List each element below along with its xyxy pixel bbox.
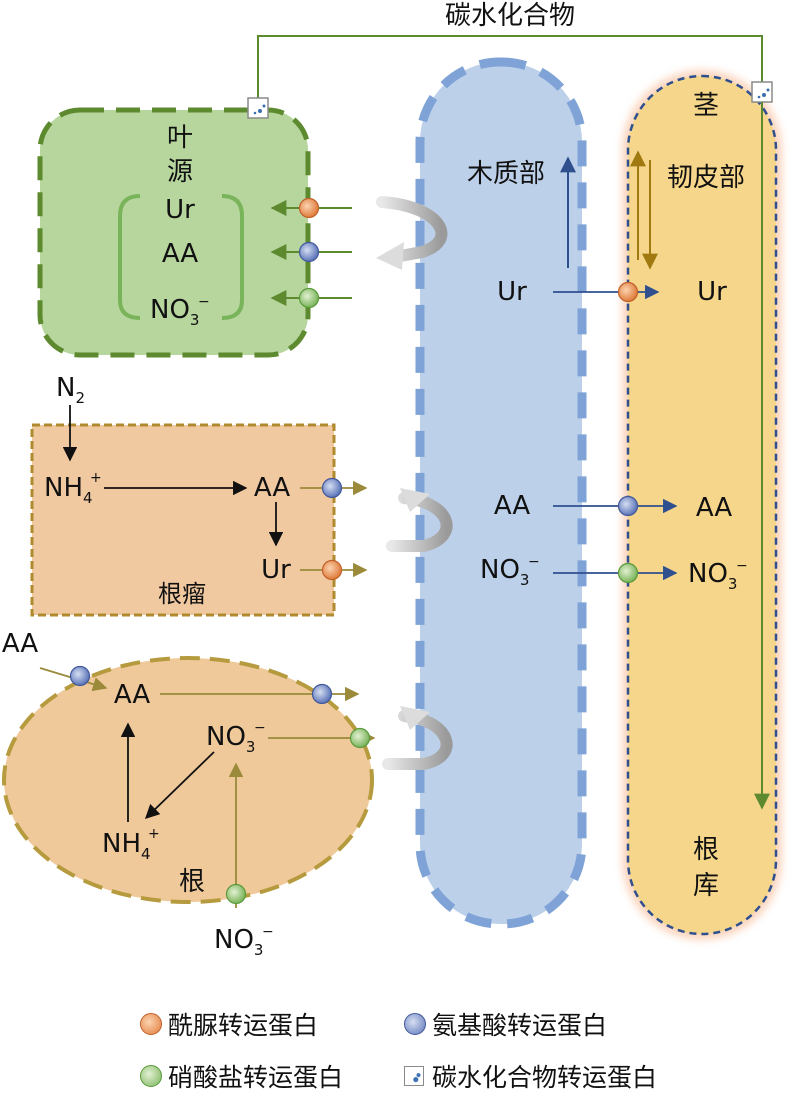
legend-carbohydrate: 碳水化合物转运蛋白 <box>404 1058 657 1094</box>
phloem-no3-label: NO3 − <box>688 558 748 593</box>
leaf-bracket-right <box>221 194 244 320</box>
svg-text:−: − <box>528 554 540 570</box>
carbohydrate-transporter-icon <box>404 1066 424 1086</box>
carbohydrate-transporter-phloem <box>751 81 773 103</box>
carbohydrate-transporter-leaf <box>247 97 269 119</box>
svg-text:NH4: NH4 <box>44 473 93 507</box>
leaf-aa-label: AA <box>162 239 199 269</box>
svg-text:NO3: NO3 <box>150 295 199 329</box>
nodule-nh4-label: NH4 + <box>44 470 102 507</box>
svg-text:NO3: NO3 <box>480 555 529 589</box>
legend-carbohydrate-label: 碳水化合物转运蛋白 <box>432 1063 658 1092</box>
leaf-label-2: 源 <box>167 157 193 187</box>
phloem-ur-label: Ur <box>697 277 727 307</box>
svg-text:+: + <box>148 826 160 842</box>
leaf-no3-label: NO3 − <box>150 294 210 329</box>
legend-amino-acid: 氨基酸转运蛋白 <box>404 1006 607 1042</box>
leaf-label-1: 叶 <box>167 123 193 153</box>
legend-nitrate-label: 硝酸盐转运蛋白 <box>168 1063 344 1092</box>
nodule-aa-label: AA <box>254 473 291 503</box>
nodule-ur-label: Ur <box>261 555 291 585</box>
amino-acid-transporter-root-in <box>69 665 91 687</box>
amino-acid-transporter-leaf <box>298 241 320 263</box>
legend-amino-acid-label: 氨基酸转运蛋白 <box>432 1011 608 1040</box>
legend-nitrate: 硝酸盐转运蛋白 <box>140 1058 343 1094</box>
xylem-aa-label: AA <box>494 491 531 521</box>
legend-urea: 酰脲转运蛋白 <box>140 1006 318 1042</box>
amino-acid-transporter-root-out <box>311 683 333 705</box>
urea-transporter-phloem <box>617 281 639 303</box>
root-aa-label: AA <box>114 680 151 710</box>
amino-acid-transporter-phloem <box>617 495 639 517</box>
carbohydrate-route-line <box>257 35 763 105</box>
transporters <box>69 197 639 905</box>
root-nh4-label: NH4 + <box>102 826 160 863</box>
phloem-label: 韧皮部 <box>667 163 745 193</box>
svg-text:NO3: NO3 <box>214 925 263 959</box>
leaf-ur-label: Ur <box>165 195 195 225</box>
urea-transporter-nodule <box>321 559 343 581</box>
xylem-ur-label: Ur <box>497 277 527 307</box>
amino-acid-transporter-nodule <box>321 477 343 499</box>
phloem-aa-label: AA <box>696 493 733 523</box>
carbohydrate-label: 碳水化合物 <box>445 1 575 31</box>
legend-urea-label: 酰脲转运蛋白 <box>168 1011 319 1040</box>
svg-text:N2: N2 <box>56 373 85 407</box>
sink-label-1: 根 <box>693 835 719 865</box>
nitrate-transporter-phloem <box>617 562 639 584</box>
leaf-bracket-left <box>118 194 141 320</box>
root-ellipse <box>2 656 374 904</box>
nitrate-transporter-root-out <box>349 727 371 749</box>
xylem-label: 木质部 <box>467 159 545 189</box>
xylem-no3-label: NO3 − <box>480 554 540 589</box>
urea-transporter-icon <box>140 1013 162 1035</box>
phloem-column <box>626 74 778 936</box>
root-label: 根 <box>179 867 205 897</box>
curl-arrow-leaf <box>376 196 448 270</box>
svg-text:NO3: NO3 <box>688 559 737 593</box>
soil-no3-label: NO3 − <box>214 924 274 959</box>
nodule-label: 根瘤 <box>158 580 206 608</box>
svg-text:NH4: NH4 <box>102 829 151 863</box>
svg-text:−: − <box>736 558 748 574</box>
svg-text:NO3: NO3 <box>206 722 255 756</box>
nitrate-transporter-icon <box>140 1065 162 1087</box>
nodule-n2-label: N2 <box>56 373 85 407</box>
external-aa-label: AA <box>2 629 39 659</box>
sink-label-2: 库 <box>693 871 719 901</box>
nitrate-transporter-leaf <box>298 287 320 309</box>
no3-to-nh4-root-arrow <box>144 751 215 820</box>
root-nodule-box <box>30 423 336 617</box>
amino-acid-transporter-icon <box>404 1013 426 1035</box>
svg-text:−: − <box>254 720 266 736</box>
nitrate-transporter-root-in <box>225 883 247 905</box>
curl-arrow-nodule <box>386 488 453 552</box>
svg-text:−: − <box>262 924 274 940</box>
svg-text:−: − <box>198 294 210 310</box>
urea-transporter-leaf <box>298 197 320 219</box>
stem-label: 茎 <box>693 91 719 121</box>
root-no3-label: NO3 − <box>206 720 266 756</box>
curl-arrow-root <box>382 706 453 770</box>
svg-text:+: + <box>90 470 102 486</box>
